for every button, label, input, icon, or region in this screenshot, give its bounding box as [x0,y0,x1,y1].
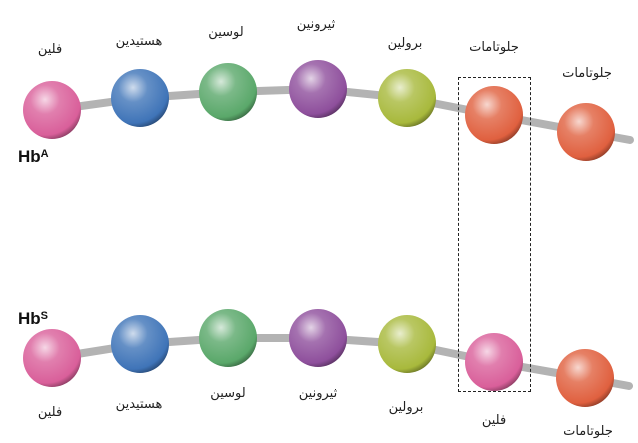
chain-1-residue-5-bead [378,69,436,127]
chain-2-residue-2-bead [111,315,169,373]
chain-1-residue-3-bead [199,63,257,121]
hbs-residue-4-label: ثيرونين [298,386,338,401]
hbs-residue-5-label: برولين [388,400,424,415]
chain-1-residue-7-bead [557,103,615,161]
hbs-residue-6-label: فلين [481,413,507,428]
hbs-residue-2-label: هستيدين [115,397,163,412]
mutation-highlight-box [458,77,531,392]
chain-2-residue-5-bead [378,315,436,373]
chain-2-residue-1-bead [23,329,81,387]
chain-1-residue-4-bead [289,60,347,118]
hba-residue-1-label: فلين [37,42,63,57]
chain-2-residue-3-bead [199,309,257,367]
hba-residue-2-label: هستيدين [115,34,163,49]
chain-1-residue-1-bead [23,81,81,139]
hba-residue-7-label: جلوتامات [562,66,612,81]
hbs-residue-1-label: فلين [37,405,63,420]
hba-residue-4-label: ثيرونين [296,17,336,32]
hbs-residue-3-label: لوسين [210,386,246,401]
hbs-residue-7-label: جلوتامات [563,424,613,439]
hba-residue-6-label: جلوتامات [469,40,519,55]
chain-1-residue-6-bead [465,86,523,144]
hb-a-label: HbA [18,147,49,166]
hba-residue-5-label: برولين [387,36,423,51]
chain-2-residue-6-bead [465,333,523,391]
chain-2-residue-7-bead [556,349,614,407]
chain-2-residue-4-bead [289,309,347,367]
chain-1-residue-2-bead [111,69,169,127]
hb-s-label: HbS [18,309,49,328]
hba-residue-3-label: لوسين [208,25,244,40]
